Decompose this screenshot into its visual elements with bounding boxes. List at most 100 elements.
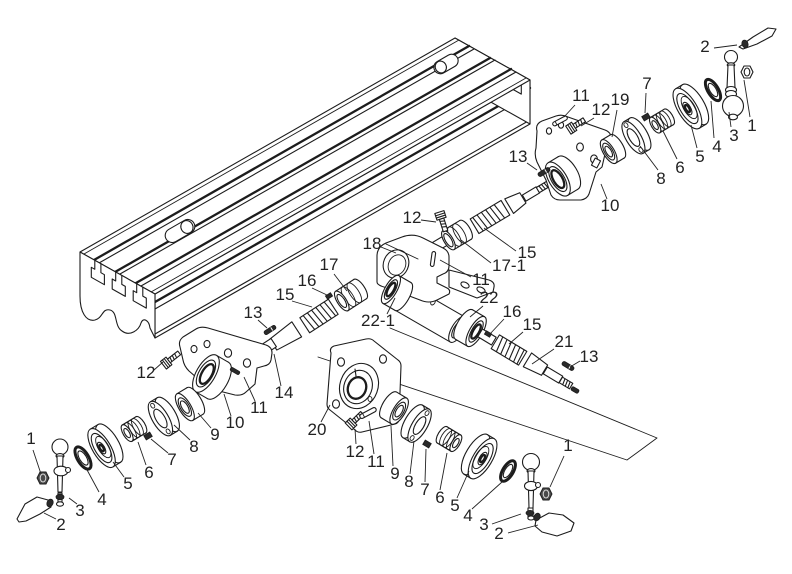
leader-line-4 bbox=[710, 100, 715, 139]
leader-line-11 bbox=[243, 376, 256, 402]
callout-11: 11 bbox=[472, 270, 490, 289]
leader-line-7 bbox=[644, 92, 647, 114]
leadscrew-nut-22 bbox=[453, 308, 487, 348]
callout-3: 3 bbox=[729, 126, 738, 145]
set-screw-7 bbox=[641, 112, 651, 122]
end-bracket-bottom-left bbox=[178, 326, 273, 400]
callout-6: 6 bbox=[435, 488, 444, 507]
table-left-end bbox=[79, 251, 156, 339]
callout-2: 2 bbox=[494, 524, 503, 543]
leader-line-21 bbox=[531, 348, 555, 365]
end-bracket-top-right bbox=[534, 114, 612, 201]
leader-line-4 bbox=[85, 467, 100, 493]
callout-4: 4 bbox=[97, 490, 106, 509]
pin-13 bbox=[561, 361, 575, 371]
callout-7: 7 bbox=[420, 480, 429, 499]
callout-1: 1 bbox=[747, 116, 756, 135]
set-screw-16 bbox=[324, 292, 334, 300]
leader-line-2 bbox=[713, 44, 738, 49]
callout-15: 15 bbox=[523, 315, 542, 334]
leader-line-3 bbox=[68, 497, 78, 505]
leader-line-5 bbox=[690, 124, 698, 149]
leader-line-7 bbox=[424, 448, 427, 483]
handwheel-assembly-bottom-right bbox=[379, 391, 575, 537]
nut-1 bbox=[539, 487, 553, 501]
bearing-19 bbox=[599, 133, 627, 165]
leader-line-12 bbox=[354, 428, 357, 445]
flange-8 bbox=[147, 396, 180, 437]
bearing-collar-17 bbox=[333, 278, 369, 312]
callout-10: 10 bbox=[226, 413, 245, 432]
callout-1: 1 bbox=[563, 436, 572, 455]
callout-15: 15 bbox=[276, 285, 295, 304]
callout-9: 9 bbox=[210, 425, 219, 444]
callout-2: 2 bbox=[700, 37, 709, 56]
crank-handle-3 bbox=[51, 438, 72, 507]
set-screw-16 bbox=[483, 330, 493, 338]
screw-12 bbox=[565, 117, 587, 135]
screw-12 bbox=[434, 210, 449, 233]
pin-11 bbox=[552, 115, 568, 127]
leader-line-5 bbox=[112, 461, 125, 478]
leader-line-14 bbox=[273, 353, 282, 387]
leader-line-15 bbox=[483, 227, 517, 252]
pin-13 bbox=[263, 324, 277, 336]
leader-line-3 bbox=[491, 513, 522, 525]
callout-12: 12 bbox=[346, 442, 365, 461]
leader-line-10 bbox=[600, 183, 608, 200]
washer-4 bbox=[499, 459, 517, 483]
block-pin-11 bbox=[429, 251, 437, 267]
leader-line-18 bbox=[380, 246, 397, 254]
callout-3: 3 bbox=[75, 501, 84, 520]
callout-8: 8 bbox=[404, 472, 413, 491]
leader-line-3 bbox=[728, 111, 732, 128]
handle-2 bbox=[16, 496, 54, 523]
flange-8 bbox=[621, 117, 652, 155]
callout-5: 5 bbox=[123, 474, 132, 493]
callout-12: 12 bbox=[137, 363, 156, 382]
bearing-9 bbox=[379, 391, 409, 425]
callout-7: 7 bbox=[167, 450, 176, 469]
leader-line-20 bbox=[320, 404, 331, 423]
callout-16: 16 bbox=[503, 302, 522, 321]
leader-line-15 bbox=[508, 331, 524, 345]
leader-line-8 bbox=[639, 145, 659, 171]
washer-4 bbox=[73, 445, 93, 471]
callout-4: 4 bbox=[712, 137, 721, 156]
callout-8: 8 bbox=[189, 437, 198, 456]
leader-line-13 bbox=[569, 360, 581, 368]
leader-line-4 bbox=[471, 481, 503, 510]
handwheel-5 bbox=[672, 83, 710, 130]
nut-1 bbox=[36, 471, 50, 485]
callout-12: 12 bbox=[592, 100, 611, 119]
set-screw-7 bbox=[143, 431, 153, 441]
callout-9: 9 bbox=[390, 464, 399, 483]
collar-6 bbox=[435, 425, 463, 453]
leader-line-11 bbox=[439, 259, 472, 278]
set-screw-7 bbox=[422, 439, 432, 449]
leader-line-11 bbox=[368, 420, 375, 455]
callout-3: 3 bbox=[479, 515, 488, 534]
leadscrew-lower-left-thread bbox=[299, 298, 339, 334]
callout-2: 2 bbox=[56, 515, 65, 534]
handwheel-assembly-top-right bbox=[599, 27, 777, 165]
callout-12: 12 bbox=[403, 208, 422, 227]
callout-7: 7 bbox=[642, 74, 651, 93]
handle-2 bbox=[738, 27, 777, 50]
flange-8 bbox=[400, 404, 432, 443]
pin-11 bbox=[359, 407, 377, 419]
machine-table bbox=[79, 37, 532, 339]
leadscrew-upper-thread bbox=[469, 199, 511, 235]
leader-line-8 bbox=[173, 424, 191, 441]
callout-18: 18 bbox=[363, 234, 382, 253]
leader-line-2 bbox=[507, 524, 539, 534]
collar-6 bbox=[120, 415, 148, 443]
leader-line-10 bbox=[223, 393, 232, 417]
crank-handle-3 bbox=[521, 452, 542, 521]
leader-line-12 bbox=[420, 219, 437, 223]
callout-19: 19 bbox=[611, 90, 630, 109]
leader-line-17 bbox=[333, 273, 348, 292]
leader-line-12 bbox=[153, 361, 164, 371]
leadscrew-21-thread bbox=[490, 334, 528, 366]
